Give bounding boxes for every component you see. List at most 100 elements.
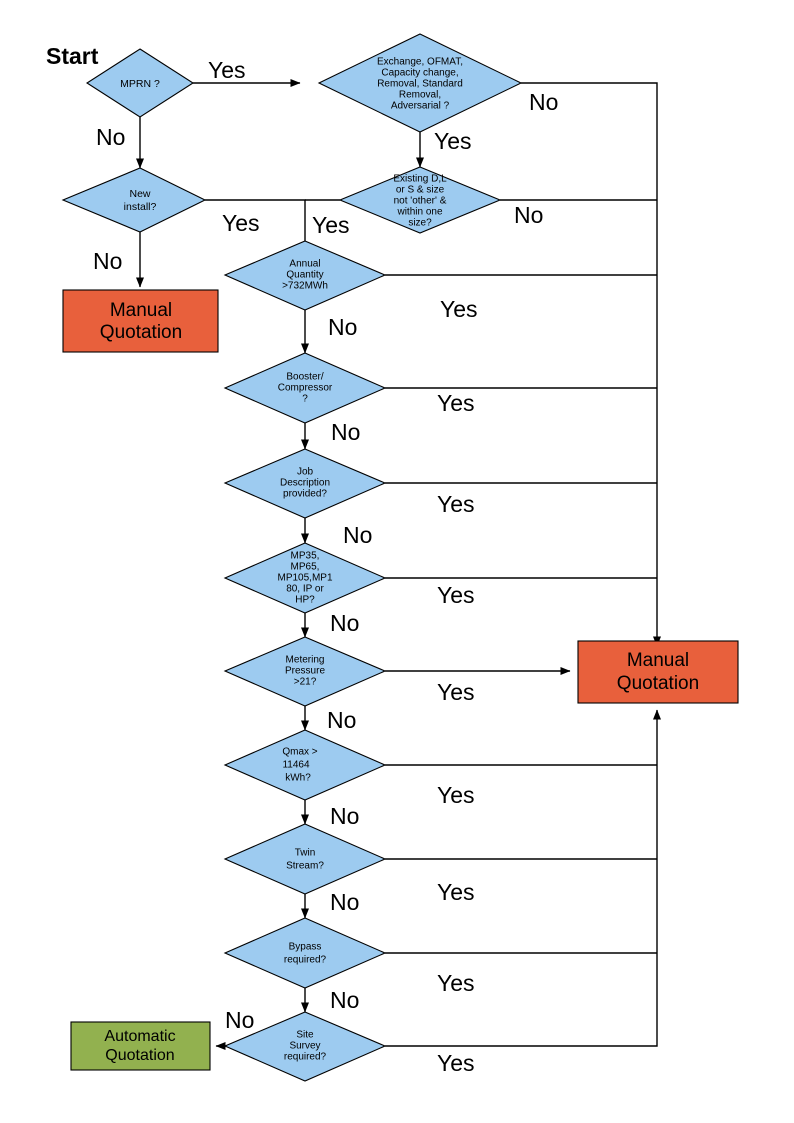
- site-survey-diamond[interactable]: [223, 1011, 387, 1082]
- qmax-diamond[interactable]: [223, 729, 387, 801]
- connector-layer: [136, 79, 661, 1050]
- node-mprn[interactable]: MPRN ?: [85, 48, 195, 118]
- label-newinstall-no: No: [93, 248, 122, 274]
- node-automatic-quotation[interactable]: Automatic Quotation: [70, 1021, 211, 1071]
- new-install-line-2: install?: [124, 201, 157, 213]
- qmax-line-2: 11464: [282, 760, 310, 771]
- metering-line-1: Metering: [286, 655, 325, 666]
- label-booster-no: No: [331, 419, 360, 445]
- annual-quantity-diamond[interactable]: [223, 240, 387, 311]
- label-metering-yes: Yes: [437, 679, 475, 705]
- label-twin-yes: Yes: [437, 879, 475, 905]
- label-existing-yes: Yes: [312, 212, 350, 238]
- label-mp-no: No: [330, 610, 359, 636]
- mp-class-diamond[interactable]: [223, 542, 387, 614]
- site-line-1: Site: [296, 1030, 314, 1041]
- label-existing-no: No: [514, 202, 543, 228]
- exchange-line-1: Exchange, OFMAT,: [377, 57, 463, 68]
- label-annual-no: No: [328, 314, 357, 340]
- label-qmax-yes: Yes: [437, 782, 475, 808]
- node-new-install[interactable]: New install?: [61, 167, 207, 233]
- manual-left-line-2: Quotation: [100, 322, 182, 343]
- site-line-2: Survey: [289, 1041, 320, 1052]
- existing-dls-diamond[interactable]: [338, 166, 502, 234]
- label-site-no: No: [225, 1007, 254, 1033]
- mprn-label: MPRN ?: [120, 78, 160, 90]
- label-mprn-no: No: [96, 124, 125, 150]
- label-metering-no: No: [327, 707, 356, 733]
- manual-right-line-2: Quotation: [617, 673, 699, 694]
- twin-line-2: Stream?: [286, 861, 324, 872]
- job-line-2: Description: [280, 478, 330, 489]
- new-install-line-1: New: [129, 188, 150, 200]
- existing-line-4: within one: [396, 207, 442, 218]
- label-exchange-no: No: [529, 89, 558, 115]
- exchange-line-3: Removal, Standard: [377, 79, 463, 90]
- edge-exchange-no: [521, 82, 661, 647]
- bypass-line-2: required?: [284, 955, 327, 966]
- booster-line-1: Booster/: [286, 372, 323, 383]
- mp-line-3: MP105,MP1: [277, 573, 332, 584]
- mp-line-4: 80, IP or: [286, 584, 324, 595]
- booster-line-3: ?: [302, 394, 308, 405]
- booster-diamond[interactable]: [223, 352, 387, 424]
- label-booster-yes: Yes: [437, 390, 475, 416]
- annual-line-1: Annual: [289, 259, 320, 270]
- label-twin-no: No: [330, 889, 359, 915]
- label-job-no: No: [343, 522, 372, 548]
- booster-line-2: Compressor: [278, 383, 333, 394]
- label-mprn-yes: Yes: [208, 57, 246, 83]
- label-bypass-no: No: [330, 987, 359, 1013]
- job-line-1: Job: [297, 467, 314, 478]
- manual-quotation-right-box[interactable]: [577, 640, 739, 704]
- label-qmax-no: No: [330, 803, 359, 829]
- mp-line-5: HP?: [295, 595, 315, 606]
- node-exchange[interactable]: Exchange, OFMAT, Capacity change, Remova…: [317, 33, 523, 133]
- label-newinstall-yes: Yes: [222, 210, 260, 236]
- edge-label-layer: Start Yes No No Yes No Yes No Yes Yes No…: [46, 43, 558, 1076]
- node-booster[interactable]: Booster/ Compressor ?: [223, 352, 387, 424]
- auto-line-1: Automatic: [104, 1028, 175, 1045]
- annual-line-2: Quantity: [286, 270, 323, 281]
- existing-line-2: or S & size: [396, 185, 445, 196]
- manual-left-line-1: Manual: [110, 300, 172, 321]
- automatic-quotation-box[interactable]: [70, 1021, 211, 1071]
- metering-pressure-diamond[interactable]: [223, 636, 387, 707]
- bypass-line-1: Bypass: [289, 942, 322, 953]
- node-manual-quotation-right[interactable]: Manual Quotation: [577, 640, 739, 704]
- node-job-description[interactable]: Job Description provided?: [223, 448, 387, 519]
- job-line-3: provided?: [283, 489, 327, 500]
- manual-right-line-1: Manual: [627, 650, 689, 671]
- job-description-diamond[interactable]: [223, 448, 387, 519]
- exchange-line-5: Adversarial ?: [391, 101, 450, 112]
- node-annual-quantity[interactable]: Annual Quantity >732MWh: [223, 240, 387, 311]
- label-site-yes: Yes: [437, 1050, 475, 1076]
- node-bypass[interactable]: Bypass required?: [223, 917, 387, 989]
- node-mp-class[interactable]: MP35, MP65, MP105,MP1 80, IP or HP?: [223, 542, 387, 614]
- exchange-diamond[interactable]: [317, 33, 523, 133]
- mprn-diamond[interactable]: [85, 48, 195, 118]
- label-bypass-yes: Yes: [437, 970, 475, 996]
- start-label: Start: [46, 43, 99, 69]
- node-existing-dls[interactable]: Existing D,L or S & size not 'other' & w…: [338, 166, 502, 234]
- qmax-line-3: kWh?: [285, 773, 311, 784]
- existing-line-3: not 'other' &: [394, 196, 447, 207]
- site-line-3: required?: [284, 1052, 327, 1063]
- twin-stream-diamond[interactable]: [223, 823, 387, 895]
- node-qmax[interactable]: Qmax > 11464 kWh?: [223, 729, 387, 801]
- manual-quotation-left-box[interactable]: [62, 289, 219, 353]
- auto-line-2: Quotation: [105, 1047, 174, 1064]
- new-install-diamond[interactable]: [61, 167, 207, 233]
- node-site-survey[interactable]: Site Survey required?: [223, 1011, 387, 1082]
- existing-line-5: size?: [408, 218, 432, 229]
- label-annual-yes: Yes: [440, 296, 478, 322]
- node-manual-quotation-left[interactable]: Manual Quotation: [62, 289, 219, 353]
- bypass-diamond[interactable]: [223, 917, 387, 989]
- label-exchange-yes: Yes: [434, 128, 472, 154]
- label-job-yes: Yes: [437, 491, 475, 517]
- metering-line-2: Pressure: [285, 666, 325, 677]
- node-twin-stream[interactable]: Twin Stream?: [223, 823, 387, 895]
- node-metering-pressure[interactable]: Metering Pressure >21?: [223, 636, 387, 707]
- qmax-line-1: Qmax >: [282, 747, 317, 758]
